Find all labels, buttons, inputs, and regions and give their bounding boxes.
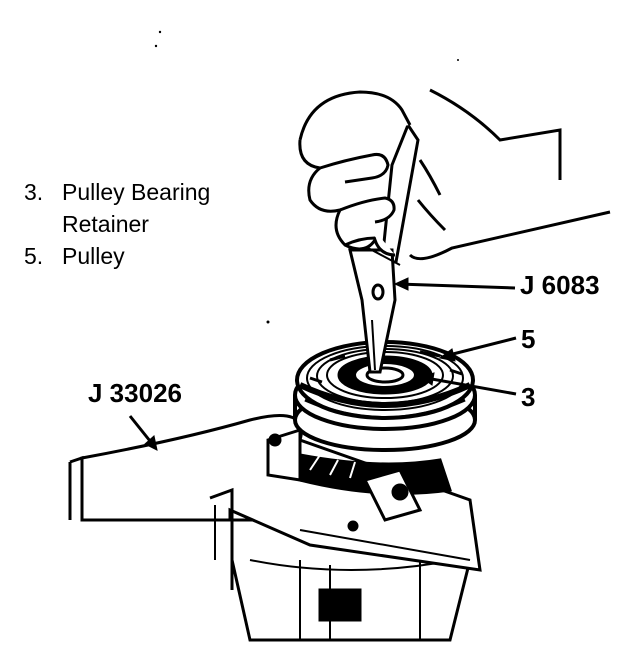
legend-item-label: Pulley (62, 243, 125, 269)
arrow-j6083 (397, 282, 516, 290)
callout-item-5: 5 (521, 324, 536, 354)
legend-item-number: 3. (24, 179, 44, 205)
technician-hand (298, 88, 611, 261)
holding-fixture-j33026 (68, 414, 482, 590)
callout-j33026: J 33026 (88, 378, 182, 408)
scan-specks (154, 30, 459, 324)
legend-item-5: 5. Pulley (24, 240, 262, 272)
legend-item-3: 3. Pulley Bearing Retainer (24, 176, 262, 240)
clutch-bracket (266, 427, 452, 522)
callout-j6083: J 6083 (520, 270, 600, 300)
arrow-item5 (444, 336, 517, 358)
parts-legend: 3. Pulley Bearing Retainer 5. Pulley (24, 176, 262, 272)
legend-item-number: 5. (24, 243, 44, 269)
legend-item-label: Pulley Bearing Retainer (62, 179, 211, 237)
leader-arrows (128, 277, 517, 451)
arrow-item3 (425, 376, 517, 396)
callout-item-3: 3 (521, 382, 536, 412)
